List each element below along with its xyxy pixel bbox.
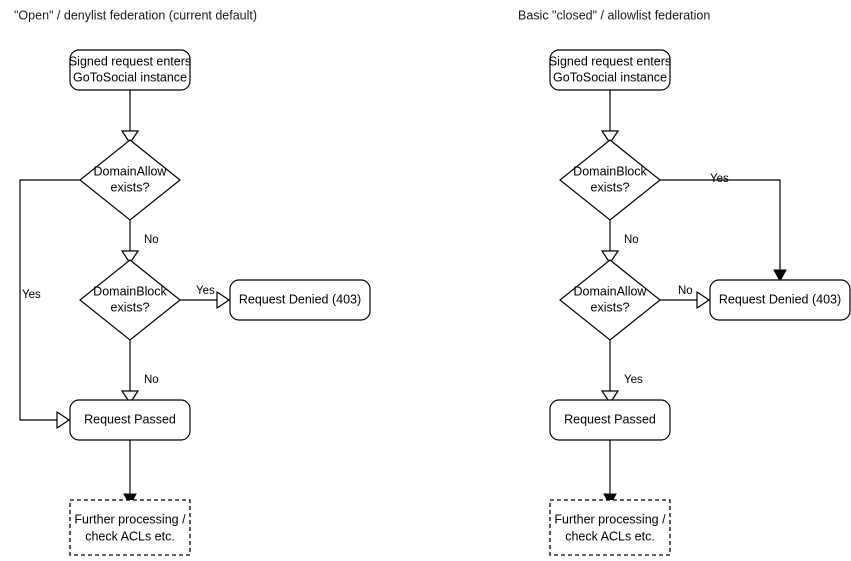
arrowhead-domainblock-no-left [120, 390, 140, 405]
edge-label-domainallow-yes-right: Yes [624, 374, 643, 386]
node-label-request-denied-right: Request Denied (403) [719, 292, 841, 306]
edge-label-domainallow-yes-left: Yes [22, 289, 41, 301]
edge-domainallow-yes-left: Yes [19, 179, 80, 430]
edge-line-domainallow-yes-left [19, 179, 80, 421]
arrowhead-domainallow-no-right [696, 290, 711, 310]
node-signed-request-entry-left: Signed request enters GoToSocial instanc… [69, 49, 191, 91]
diagram-open-denylist: "Open" / denylist federation (current de… [14, 8, 371, 556]
arrowhead-domainblock-yes-left [216, 290, 231, 310]
node-shape-request-denied-left [229, 279, 371, 321]
node-label-request-denied-left: Request Denied (403) [239, 292, 361, 306]
edge-line-domainblock-yes-right [660, 179, 781, 272]
node-label-domainallow-left-line2: exists? [111, 180, 150, 194]
node-signed-request-entry-right: Signed request enters GoToSocial instanc… [549, 49, 671, 91]
edge-entry-to-domainblock-right [600, 90, 620, 145]
edge-label-domainblock-yes-left: Yes [196, 285, 215, 297]
node-label-entry-left-line1: Signed request enters [69, 54, 191, 68]
node-label-domainblock-left-line2: exists? [111, 300, 150, 314]
node-further-processing-left: Further processing / check ACLs etc. [69, 499, 191, 556]
node-request-passed-left: Request Passed [69, 399, 191, 441]
arrowhead-entry-domainblock-right [600, 130, 620, 145]
node-label-domainallow-right-line2: exists? [591, 300, 630, 314]
edge-label-domainallow-no-left: No [144, 234, 159, 246]
edge-label-domainblock-no-left: No [144, 374, 159, 386]
node-request-denied-left: Request Denied (403) [229, 279, 371, 321]
node-label-domainblock-left-line1: DomainBlock [93, 284, 167, 298]
node-further-processing-right: Further processing / check ACLs etc. [549, 499, 671, 556]
diagram-title-closed-allowlist: Basic "closed" / allowlist federation [518, 8, 710, 22]
edge-passed-to-further-right [603, 440, 617, 507]
arrowhead-domainallow-yes-left [56, 410, 71, 430]
node-label-further-processing-right-line1: Further processing / [554, 512, 666, 526]
arrowhead-domainblock-yes-right [773, 269, 787, 283]
edge-domainblock-no-right: No [600, 220, 639, 265]
edge-domainallow-no-left: No [120, 220, 159, 265]
node-shape-further-processing-left [69, 499, 191, 556]
node-label-entry-left-line2: GoToSocial instance [73, 70, 187, 84]
arrowhead-domainallow-no-left [120, 250, 140, 265]
edge-label-domainallow-no-right: No [678, 285, 693, 297]
node-label-domainblock-right-line1: DomainBlock [573, 164, 647, 178]
node-label-domainblock-right-line2: exists? [591, 180, 630, 194]
node-decision-domainallow-right: DomainAllow exists? [559, 259, 661, 341]
edge-domainblock-yes-left: Yes [180, 285, 231, 310]
diagram-title-open-denylist: "Open" / denylist federation (current de… [14, 8, 257, 22]
node-decision-domainallow-left: DomainAllow exists? [79, 139, 181, 221]
node-label-further-processing-left-line2: check ACLs etc. [85, 529, 175, 543]
edge-passed-to-further-left [123, 440, 137, 507]
node-decision-domainblock-right: DomainBlock exists? [559, 139, 661, 221]
arrowhead-domainblock-no-right [600, 250, 620, 265]
arrowhead-domainallow-yes-right [600, 390, 620, 405]
edge-label-domainblock-no-right: No [624, 234, 639, 246]
node-label-request-passed-left: Request Passed [84, 412, 176, 426]
diagram-closed-allowlist: Basic "closed" / allowlist federation Si… [518, 8, 851, 556]
node-label-domainallow-left-line1: DomainAllow [94, 164, 168, 178]
node-request-passed-right: Request Passed [549, 399, 671, 441]
node-decision-domainblock-left: DomainBlock exists? [79, 259, 181, 341]
node-request-denied-right: Request Denied (403) [709, 279, 851, 321]
edge-domainallow-no-right: No [660, 285, 711, 310]
node-label-domainallow-right-line1: DomainAllow [574, 284, 648, 298]
edge-domainblock-no-left: No [120, 340, 159, 405]
node-shape-further-processing-right [549, 499, 671, 556]
node-label-further-processing-left-line1: Further processing / [74, 512, 186, 526]
edge-entry-to-domainallow-left [120, 90, 140, 145]
edge-domainallow-yes-right: Yes [600, 340, 643, 405]
arrowhead-entry-domainallow-left [120, 130, 140, 145]
edge-label-domainblock-yes-right: Yes [710, 173, 729, 185]
node-shape-request-denied-right [709, 279, 851, 321]
edge-domainblock-yes-right: Yes [660, 173, 787, 283]
node-label-entry-right-line2: GoToSocial instance [553, 70, 667, 84]
node-label-request-passed-right: Request Passed [564, 412, 656, 426]
node-label-entry-right-line1: Signed request enters [549, 54, 671, 68]
node-label-further-processing-right-line2: check ACLs etc. [565, 529, 655, 543]
